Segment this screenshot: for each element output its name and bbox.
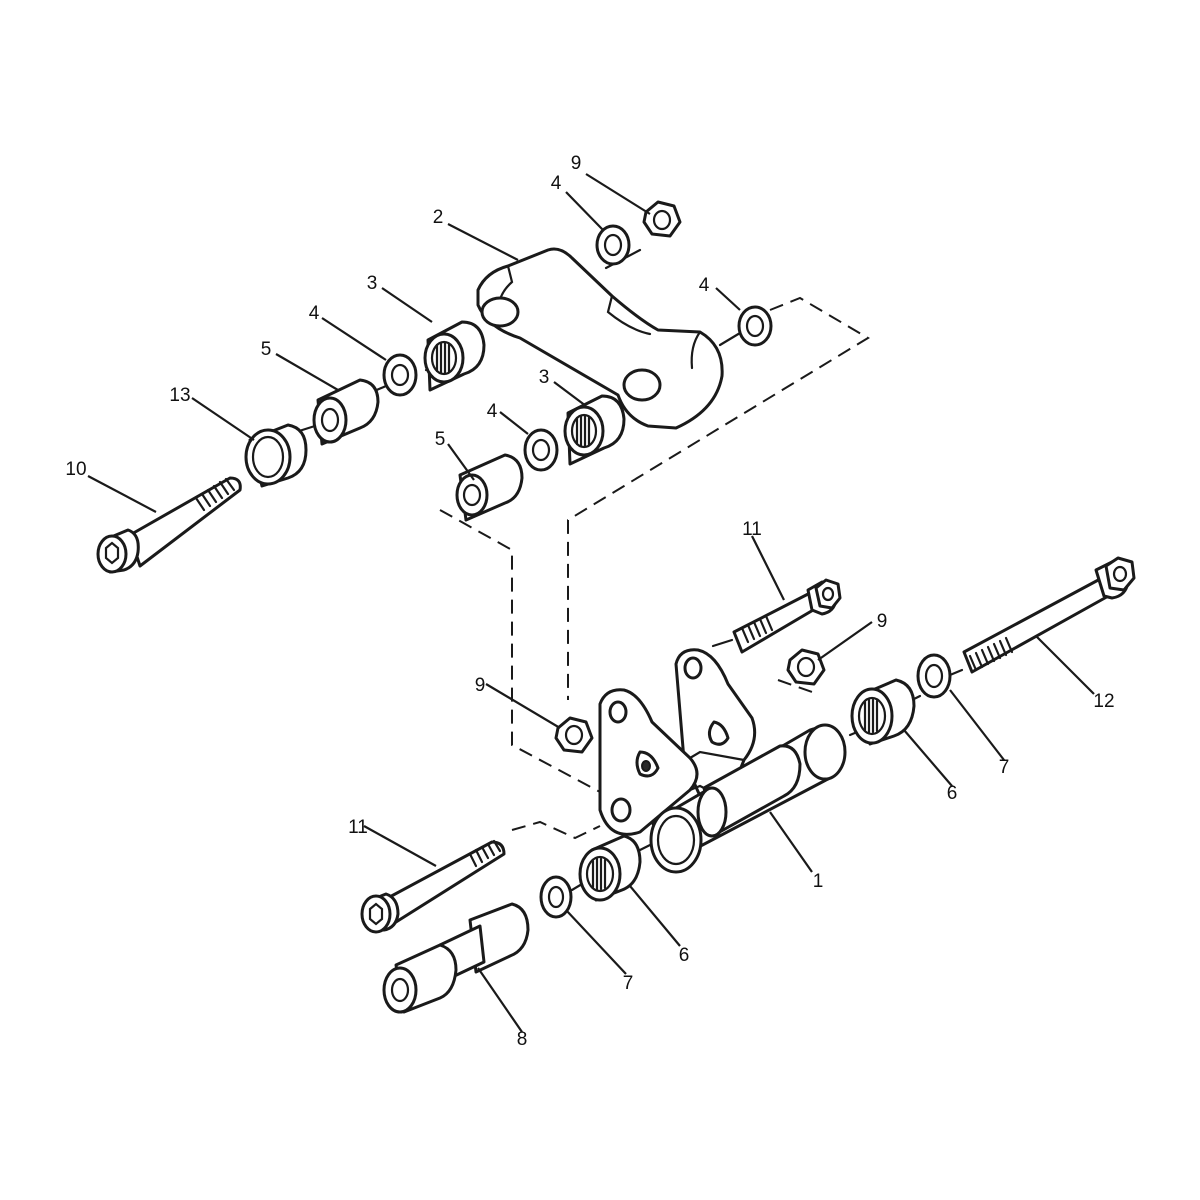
needle-bearing-upper-right xyxy=(563,394,626,466)
washer-lower-right xyxy=(916,653,952,699)
callout-10: 10 xyxy=(65,459,86,480)
washer-left xyxy=(382,353,418,397)
guide-line-spacer-to-linkage-left xyxy=(439,509,601,793)
spacer-lower xyxy=(455,453,524,522)
callout-11-lower: 11 xyxy=(348,817,368,838)
guide-line-link-to-linkage-right xyxy=(567,296,870,700)
callout-3-middle: 3 xyxy=(539,367,550,388)
nut-right xyxy=(786,648,826,686)
callout-6-right: 6 xyxy=(947,783,958,804)
callout-9-left: 9 xyxy=(475,675,486,696)
callout-5-left: 5 xyxy=(261,339,272,360)
spacer-upper xyxy=(312,378,380,446)
long-bolt xyxy=(962,556,1136,674)
callout-9-top: 9 xyxy=(571,153,582,174)
washer-upper-1 xyxy=(595,224,631,266)
callout-12: 12 xyxy=(1093,691,1114,712)
flange-bolt-upper xyxy=(732,578,842,654)
callout-4-left: 4 xyxy=(309,303,320,324)
collar xyxy=(244,423,308,488)
needle-bearing-upper-left xyxy=(423,320,486,392)
guide-line-nut-right xyxy=(777,679,813,693)
callout-1: 1 xyxy=(813,871,824,892)
callout-4-top: 4 xyxy=(551,173,562,194)
callout-5-middle: 5 xyxy=(435,429,446,450)
socket-head-bolt xyxy=(96,476,242,574)
callout-7-lower: 7 xyxy=(623,973,634,994)
needle-bearing-right xyxy=(850,678,916,746)
washer-middle xyxy=(523,428,559,472)
guide-line-bolt-lower xyxy=(511,820,601,840)
leader-lines xyxy=(87,173,1095,1033)
guide-line-bolt11-upper xyxy=(711,638,734,648)
callout-9-right: 9 xyxy=(877,611,888,632)
callout-8: 8 xyxy=(517,1029,528,1050)
callout-4-middle: 4 xyxy=(487,401,498,422)
callout-13: 13 xyxy=(169,385,190,406)
callout-2: 2 xyxy=(433,207,444,228)
callout-4-right: 4 xyxy=(699,275,710,296)
callout-6-lower: 6 xyxy=(679,945,690,966)
washer-lower-left xyxy=(539,875,573,919)
linkage-bracket xyxy=(598,648,847,874)
guide-line-link-washer xyxy=(718,331,742,347)
needle-bearing-left xyxy=(578,834,642,902)
callout-7-right: 7 xyxy=(999,757,1010,778)
guide-line-bearing-axis-3 xyxy=(948,668,964,677)
nut-left xyxy=(554,716,594,754)
callout-3-left: 3 xyxy=(367,273,378,294)
callout-11-upper: 11 xyxy=(742,519,762,540)
stepped-pin xyxy=(382,902,530,1014)
link-plate xyxy=(476,247,724,430)
washer-upper-2 xyxy=(737,305,773,347)
nut-top xyxy=(642,200,682,238)
flange-bolt-lower xyxy=(360,839,506,934)
callout-labels: 9 4 2 4 3 4 5 13 10 3 4 5 11 9 12 9 7 6 … xyxy=(65,153,1114,1050)
